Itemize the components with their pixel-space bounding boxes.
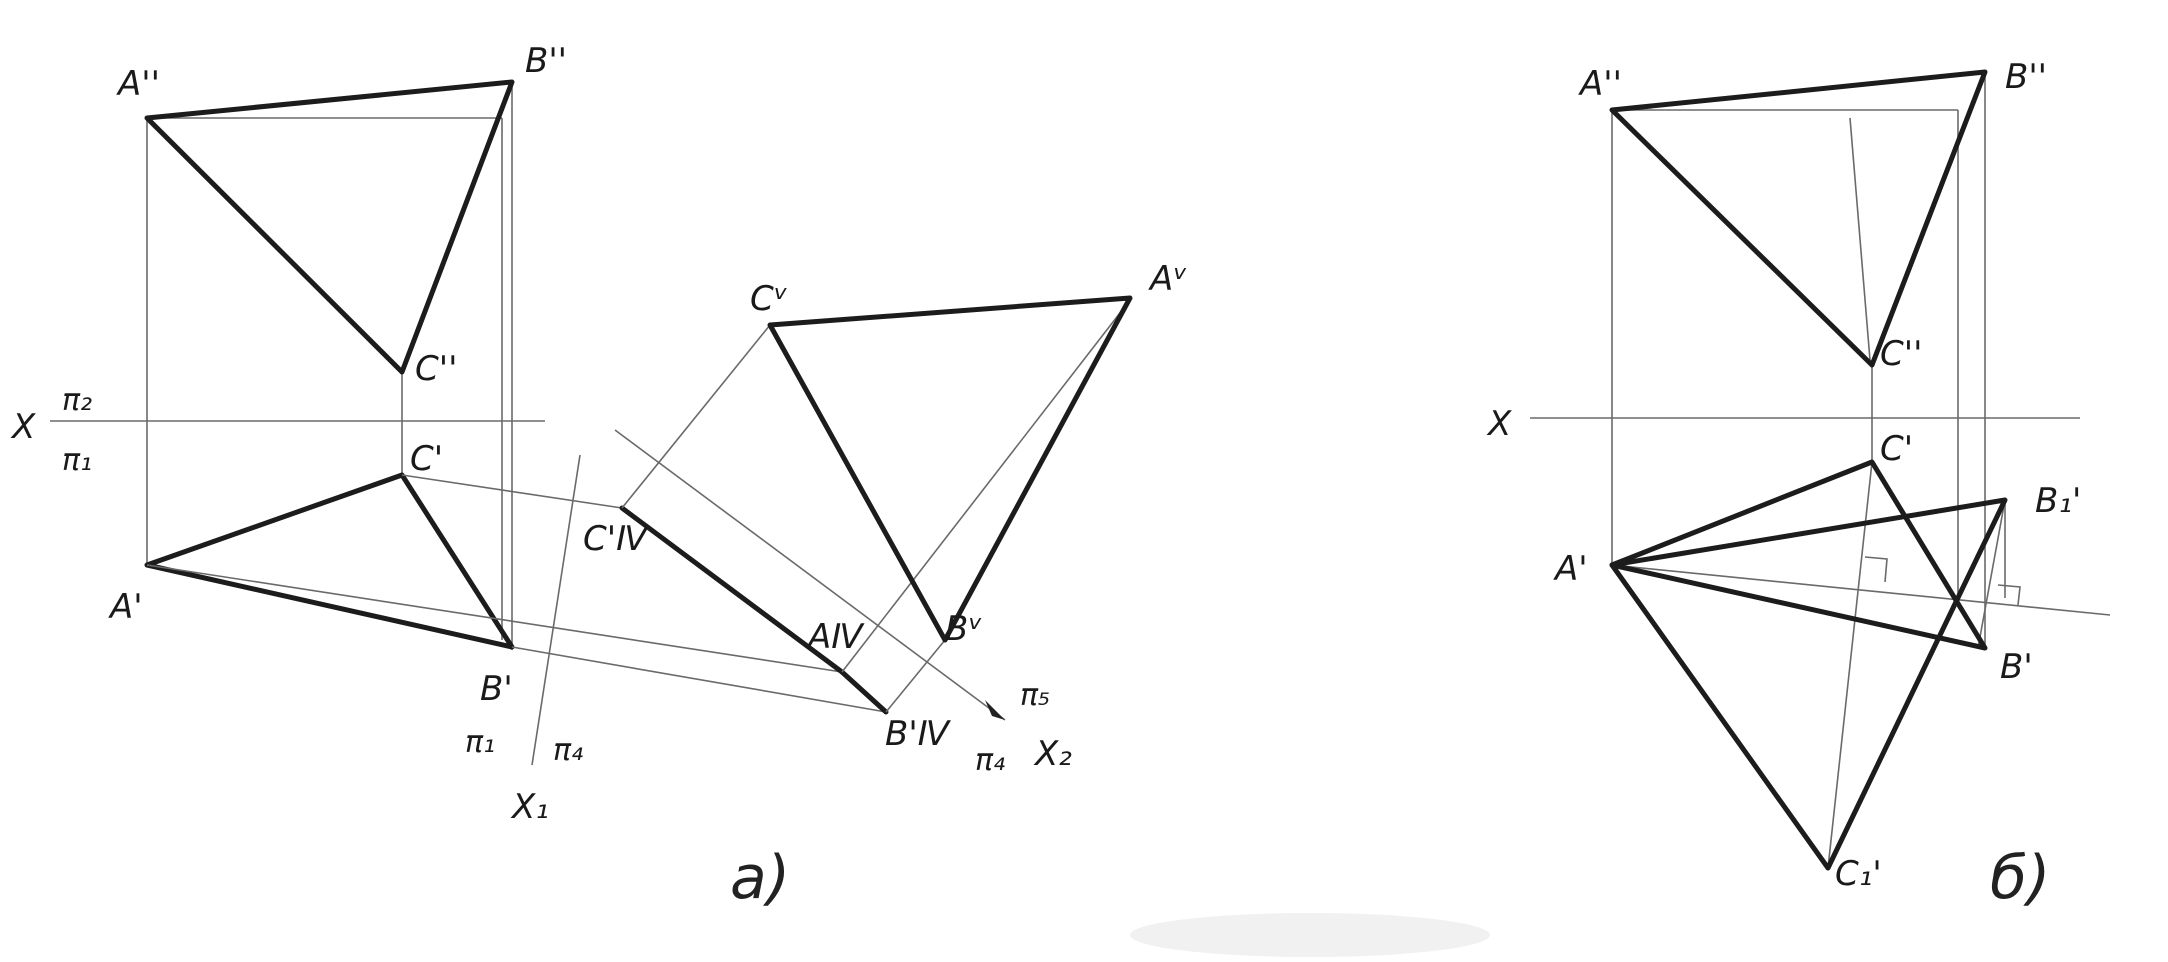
label-a4: AⅣ: [806, 617, 865, 657]
label-b1-b: B': [2000, 647, 2033, 687]
label-c4: C'Ⅳ: [583, 519, 650, 559]
panel-b: A'' B'' C'' X C' A' B₁' B' C₁' б): [1486, 57, 2111, 913]
label-b5: Bᵛ: [945, 609, 983, 649]
label-a1: A': [108, 587, 143, 627]
label-b2-b: B'': [2005, 57, 2047, 97]
label-b1: B': [480, 669, 513, 709]
label-c2: C'': [415, 349, 457, 389]
label-b1r: B₁': [2035, 481, 2081, 521]
caption-a: а): [730, 843, 790, 913]
label-c1: C': [410, 439, 443, 479]
proj-a-to-a4: [146, 564, 843, 673]
triangle-front-view-b: [1609, 69, 1988, 368]
label-c2-b: C'': [1880, 334, 1922, 374]
label-b4: B'Ⅳ: [885, 714, 952, 754]
proj-c-to-c4: [401, 474, 623, 509]
label-a2-b: A'': [1578, 64, 1622, 104]
proj-a4-to-a5: [841, 299, 1131, 673]
label-pi5: π₅: [1020, 678, 1050, 713]
right-angle-mark-2: [1997, 584, 2021, 606]
proj-c4-to-c5: [621, 324, 771, 509]
label-x-b: X: [1486, 404, 1512, 444]
axis-x2-arrowhead: [985, 700, 1005, 720]
helper-b1r-to-b1: [1977, 499, 2006, 649]
edge-view-c4-a4-b4: [619, 505, 889, 715]
triangle-front-view-a: [144, 79, 515, 375]
helper-c-vertical: [1849, 117, 1871, 361]
label-pi1-x1: π₁: [465, 725, 495, 760]
triangle-top-view-a: [144, 472, 515, 650]
panel-a: A'' B'' C'' C' A' B' X π₂ π₁ π₁ π₄ X₁ C'…: [10, 41, 1187, 913]
paper-smudge: [1130, 913, 1490, 957]
helper-c-to-c1r: [1827, 461, 1873, 869]
rotation-axis-line: [1611, 564, 2111, 616]
label-c5: Cᵛ: [750, 279, 788, 319]
proj-b-to-b4: [511, 646, 887, 713]
label-a5: Aᵛ: [1148, 259, 1187, 299]
axis-x2: [614, 429, 1006, 721]
label-x-a: X: [10, 407, 36, 447]
label-c1-b: C': [1880, 429, 1913, 469]
axis-x1: [531, 454, 581, 766]
label-a2: A'': [116, 64, 160, 104]
label-pi2-top: π₂: [62, 383, 92, 418]
label-pi4-x1: π₄: [553, 733, 583, 768]
label-x2: X₂: [1033, 734, 1072, 774]
label-pi1-bottom: π₁: [62, 443, 92, 478]
caption-b: б): [1990, 843, 2050, 913]
triangle-true-size-a: [767, 295, 1133, 643]
label-pi4-x2: π₄: [975, 743, 1005, 778]
triangle-top-view-b: [1609, 459, 1988, 651]
label-a1-b: A': [1553, 549, 1588, 589]
label-b2: B'': [525, 41, 567, 81]
label-x1: X₁: [510, 787, 549, 827]
proj-b4-to-b5: [885, 639, 946, 713]
triangle-rotated-b: [1609, 497, 2008, 871]
right-angle-mark-1: [1864, 556, 1888, 583]
label-c1r: C₁': [1835, 854, 1882, 894]
